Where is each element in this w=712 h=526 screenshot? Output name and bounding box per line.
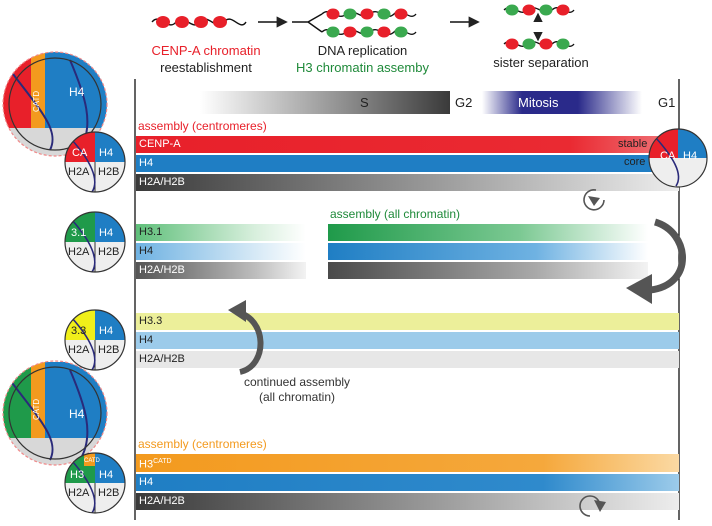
- p4-h4-bar-label: H4: [139, 476, 154, 488]
- p1-h2a-h2b-bar: [136, 174, 679, 191]
- n1-ca-label: CA: [72, 147, 88, 159]
- p1-h2a-h2b-bar-label: H2A/H2B: [139, 176, 185, 188]
- top-sister-separation-icon: [503, 4, 575, 50]
- p2-h31-bar-right: [328, 224, 648, 241]
- n3-h4-label: H4: [99, 325, 114, 337]
- nucleosome-stable-core: [648, 128, 708, 188]
- p1-h4-bar: [136, 155, 679, 172]
- cenpa-bar-label: CENP-A: [139, 138, 181, 150]
- g1-phase-label: G1: [658, 95, 676, 110]
- s-phase-band: [200, 91, 450, 114]
- core-label: core: [624, 156, 646, 168]
- zoom2-catd-label: CATD: [32, 398, 41, 420]
- n3-h2b-label: H2B: [98, 344, 120, 356]
- p2-h31-bar-label: H3.1: [139, 226, 163, 238]
- n3-33-label: 3.3: [71, 325, 87, 337]
- p3-h4-bar: [136, 332, 679, 349]
- nucleosome-h33: [64, 309, 126, 371]
- p1-assembly-label: assembly (centromeres): [138, 119, 267, 133]
- cenpa-bar: [136, 136, 679, 153]
- p2-h4-bar-left: [136, 243, 306, 260]
- p2-assembly-label: assembly (all chromatin): [330, 207, 461, 221]
- g2-phase-label: G2: [455, 95, 473, 110]
- p4-h2a-h2b-bar: [136, 493, 679, 510]
- n2-h2b-label: H2B: [98, 246, 120, 258]
- p2-h2a-h2b-bar-label: H2A/H2B: [139, 264, 185, 276]
- n2-h4-label: H4: [99, 227, 114, 239]
- top-chromatin-icon-1: [151, 16, 247, 28]
- step2-title: DNA replication: [317, 43, 408, 58]
- n1-h4-label: H4: [99, 147, 114, 159]
- zoom-nucleosome-cenpa: [2, 51, 108, 157]
- n4-h3-label: H3: [70, 469, 85, 481]
- n1-h2b-label: H2B: [98, 166, 120, 178]
- h3catd-bar: [136, 454, 679, 472]
- p2-h4-bar-right: [328, 243, 648, 260]
- p4-assembly-label: assembly (centromeres): [138, 437, 267, 451]
- p2-h2a-h2b-bar-right: [328, 262, 648, 279]
- mitosis-phase-label: Mitosis: [518, 95, 559, 110]
- n4-h2a-label: H2A: [68, 487, 90, 499]
- step1-subtitle: reestablishment: [160, 60, 252, 75]
- p3-h33-bar: [136, 313, 679, 330]
- nr-h4-label: H4: [683, 150, 698, 162]
- step3-title: sister separation: [493, 55, 589, 70]
- p1-h4-bar-label: H4: [139, 157, 154, 169]
- zoom1-catd-label: CATD: [32, 90, 41, 112]
- p3-h2a-h2b-bar-label: H2A/H2B: [139, 353, 185, 365]
- zoom-nucleosome-catd: [2, 360, 108, 466]
- step1-title: CENP-A chromatin: [151, 43, 261, 58]
- p4-h4-bar: [136, 474, 679, 491]
- small-circular-arrow-icon: [583, 189, 605, 211]
- continued-assembly-label: continued assembly: [243, 375, 351, 389]
- h3catd-bar-label: H3CATD: [139, 458, 172, 471]
- n2-31-label: 3.1: [71, 227, 87, 239]
- top-replication-fork-icon: [292, 8, 417, 38]
- p2-h31-bar-left: [136, 224, 306, 241]
- n4-h4-label: H4: [99, 469, 114, 481]
- n1-h2a-label: H2A: [68, 166, 90, 178]
- step2-subtitle: H3 chromatin assemby: [296, 60, 429, 75]
- p3-h2a-h2b-bar: [136, 351, 679, 368]
- bottom-circular-arrow-icon: [579, 495, 606, 517]
- large-curved-arrow-icon: [626, 218, 686, 304]
- mitosis-band: [482, 91, 642, 114]
- n3-h2a-label: H2A: [68, 344, 90, 356]
- zoom1-h4-label: H4: [69, 85, 85, 99]
- p2-h2a-h2b-bar-left: [136, 262, 306, 279]
- nucleosome-h31: [64, 211, 126, 273]
- n4-h2b-label: H2B: [98, 487, 120, 499]
- nr-ca-label: CA: [660, 150, 676, 162]
- p3-h33-bar-label: H3.3: [139, 315, 163, 327]
- s-phase-label: S: [360, 95, 369, 110]
- n4-catd-label: CATD: [84, 458, 100, 464]
- stable-label: stable: [618, 138, 648, 150]
- continued-assembly-arrow-icon: [228, 300, 264, 375]
- zoom2-h4-label: H4: [69, 407, 85, 421]
- p2-h4-bar-label: H4: [139, 245, 154, 257]
- p3-h4-bar-label: H4: [139, 334, 154, 346]
- n2-h2a-label: H2A: [68, 246, 90, 258]
- p4-h2a-h2b-bar-label: H2A/H2B: [139, 495, 185, 507]
- continued-assembly-sublabel: (all chromatin): [258, 390, 336, 404]
